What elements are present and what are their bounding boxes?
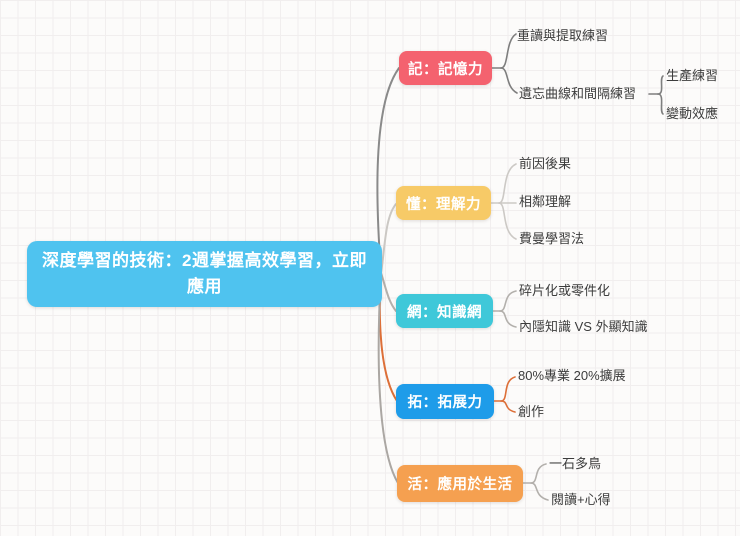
subbranch-line-fragmentation (499, 290, 517, 312)
branch-line-expansion (378, 272, 398, 402)
subbranch-line-forgetting-curve (500, 67, 518, 94)
branch-topic-memory[interactable]: 記：記憶力 (399, 51, 492, 85)
subtopic-tacit-vs-explicit[interactable]: 內隱知識 VS 外顯知識 (519, 319, 648, 334)
branch-topic-knowledge-net[interactable]: 網：知識網 (396, 294, 493, 328)
subtopic-forgetting-curve[interactable]: 遺忘曲線和間隔練習 (519, 86, 637, 101)
subtopic-variation-effect[interactable]: 變動效應 (666, 106, 719, 121)
branch-topic-understanding[interactable]: 懂：理解力 (396, 186, 491, 220)
subtopic-reading-plus-notes[interactable]: 閱讀+心得 (551, 492, 611, 507)
branch-topic-memory-label: 記：記憶力 (408, 61, 483, 78)
subbranch-line-reread (500, 33, 517, 69)
subtopic-reread-retrieval[interactable]: 重讀與提取練習 (517, 28, 609, 43)
branch-topic-expansion-label: 拓：拓展力 (407, 395, 483, 411)
branch-line-understanding (380, 203, 397, 274)
subbranch-line-variation-effect (657, 93, 664, 115)
branch-topic-knowledge-net-label: 網：知識網 (407, 304, 482, 321)
subbranch-line-80-20 (500, 376, 516, 402)
subbranch-line-creation (500, 400, 516, 413)
subtopic-cause-effect[interactable]: 前因後果 (519, 156, 572, 171)
subtopic-80-professional-20-expand[interactable]: 80%專業 20%擴展 (518, 368, 626, 383)
branch-topic-understanding-label: 懂：理解力 (406, 196, 481, 213)
subtopic-adjacent-understanding[interactable]: 相鄰理解 (519, 194, 572, 209)
root-topic[interactable]: 深度學習的技術：2週掌握高效學習，立即應用 (27, 241, 382, 307)
subbranch-line-tacit-explicit (499, 310, 517, 328)
branch-line-memory (376, 67, 400, 274)
subtopic-one-stone-many-birds[interactable]: 一石多鳥 (549, 456, 602, 471)
subtopic-creation[interactable]: 創作 (518, 404, 545, 419)
root-topic-label: 深度學習的技術：2週掌握高效學習，立即應用 (42, 250, 367, 296)
branch-topic-application[interactable]: 活：應用於生活 (397, 465, 523, 502)
subbranch-line-feynman (498, 202, 517, 240)
subbranch-line-one-stone (530, 463, 547, 484)
branch-topic-expansion[interactable]: 拓：拓展力 (396, 384, 494, 419)
subtopic-production-practice[interactable]: 生產練習 (666, 68, 719, 83)
subbranch-line-cause-effect (498, 163, 517, 204)
subtopic-feynman-method[interactable]: 費曼學習法 (519, 231, 585, 246)
branch-topic-application-label: 活：應用於生活 (407, 477, 513, 493)
branch-line-knowledge-net (380, 272, 397, 312)
subbranch-line-production-practice (657, 75, 664, 95)
subbranch-line-reading-notes (530, 482, 549, 501)
subtopic-fragmentation[interactable]: 碎片化或零件化 (519, 283, 611, 298)
